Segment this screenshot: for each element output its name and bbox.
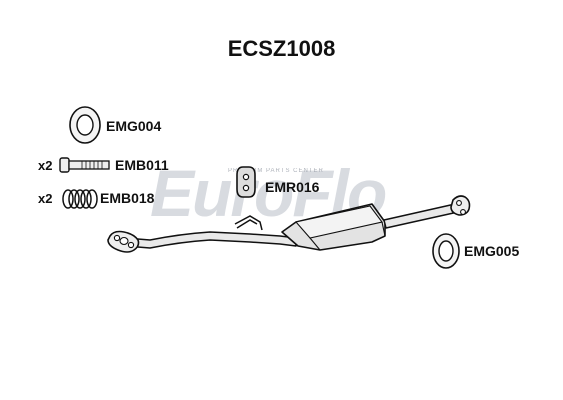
label-emb011: EMB011 [115,157,169,173]
front-pipe-icon [107,230,297,253]
rear-pipe-icon [383,195,471,229]
rubber-mount-emr016-icon [236,166,256,198]
label-emr016: EMR016 [265,179,320,195]
label-emg004: EMG004 [106,118,162,134]
watermark-tagline: PREMIUM PARTS CENTER [228,168,324,174]
catalytic-converter-icon [281,203,386,251]
label-emb018: EMB018 [100,190,155,206]
part-number-title: ECSZ1008 [227,36,336,61]
label-emg005: EMG005 [464,243,520,259]
spring-emb018-icon [62,189,98,209]
bolt-emb011-icon [59,157,110,173]
qty-emb011: x2 [38,158,53,173]
qty-emb018: x2 [38,191,53,206]
hanger-rod-icon [234,215,263,231]
gasket-emg004-icon [69,106,101,144]
gasket-emg005-icon [432,233,460,269]
